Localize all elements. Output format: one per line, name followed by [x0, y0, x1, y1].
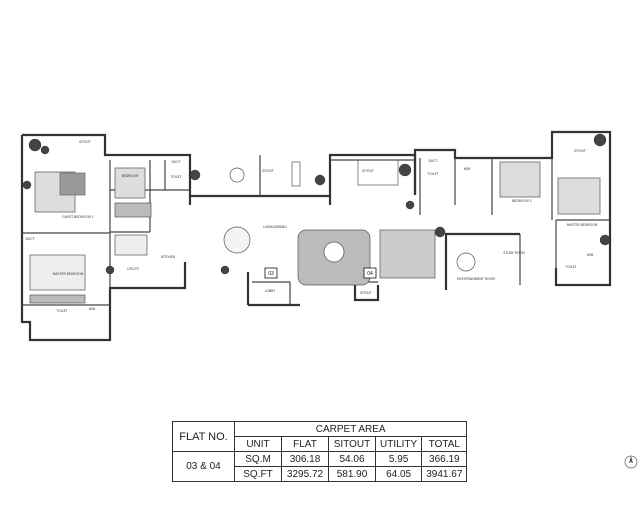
label-utility: UTILITY: [127, 267, 139, 271]
label-duct-1: DUCT: [172, 160, 181, 164]
sqm-unit: SQ.M: [234, 451, 282, 467]
label-lobby: LOBBY: [265, 289, 275, 293]
sqft-unit: SQ.FT: [234, 466, 282, 482]
carpet-area-table: FLAT NO. CARPET AREA UNIT FLAT SITOUT UT…: [172, 421, 468, 482]
table-entertainment: [456, 252, 476, 272]
sqft-utility: 64.05: [374, 466, 423, 482]
exterior-walls: [20, 130, 612, 342]
label-sitout-right: SITOUT: [574, 149, 586, 153]
flat-tags: 03 04: [264, 267, 377, 279]
plants: [22, 133, 611, 275]
sqft-sitout: 581.90: [328, 466, 376, 482]
label-entertainment-room: ENTERTAINMENT ROOM: [457, 277, 495, 281]
label-master-bedroom-right: MASTER BEDROOM: [567, 223, 598, 227]
flat-03-tag: 03: [268, 271, 274, 277]
dining-table: [223, 226, 251, 254]
wardrobe-left: [114, 202, 152, 218]
flat-no-value: 03 & 04: [172, 451, 235, 482]
label-toilet-left-1: TOILET: [169, 175, 181, 179]
col-sitout: SITOUT: [328, 436, 376, 452]
north-arrow-icon: [624, 455, 638, 469]
flat-04-tag: 04: [367, 271, 373, 277]
label-master-bedroom-left: MASTER BEDROOM: [53, 272, 84, 276]
floor-plan: SITOUT GUEST BEDROOM 1 BEDROOM TOILET DU…: [20, 130, 612, 342]
label-guest-bedroom-1: GUEST BEDROOM 1: [62, 215, 93, 219]
col-unit: UNIT: [234, 436, 282, 452]
sofa-sitout-1: [291, 161, 301, 187]
sqft-flat: 3295.72: [281, 466, 329, 482]
label-study-room: STUDY ROOM: [503, 251, 525, 255]
sqm-sitout: 54.06: [328, 451, 376, 467]
flat-03-box: [264, 267, 278, 279]
label-toilet-left-2: TOILET: [55, 309, 67, 313]
col-total: TOTAL: [421, 436, 468, 452]
label-living-dining: LIVING/DINING: [263, 225, 287, 229]
bed-master-left: [29, 254, 86, 291]
furniture: [29, 159, 601, 304]
flat-no-header: FLAT NO.: [172, 421, 235, 452]
col-flat: FLAT: [281, 436, 329, 452]
table-sitout-1: [229, 167, 245, 183]
room-labels: SITOUT GUEST BEDROOM 1 BEDROOM TOILET DU…: [26, 140, 598, 313]
label-sitout-mid-1: SITOUT: [262, 169, 274, 173]
col-utility: UTILITY: [374, 436, 423, 452]
label-wb-left: W/B: [89, 307, 95, 311]
bed-bedroom-2: [499, 161, 541, 198]
sqm-utility: 5.95: [374, 451, 423, 467]
sqm-flat: 306.18: [281, 451, 329, 467]
label-plus-sitout: SITOUT: [360, 291, 372, 295]
label-sitout-top-left: SITOUT: [79, 140, 91, 144]
label-wir: W/R: [464, 167, 471, 171]
sitout-mid-2-area: [357, 159, 399, 186]
label-wb-right: W/B: [587, 253, 593, 257]
bed-master-right: [557, 177, 601, 215]
label-duct-3: DUCT: [429, 159, 438, 163]
rug-guest-1: [59, 172, 86, 196]
sqm-total: 366.19: [421, 451, 468, 467]
label-bedroom-2: BEDROOM 2: [512, 199, 532, 203]
kitchen-counter: [114, 234, 148, 256]
wardrobe-master-left: [29, 294, 86, 304]
label-toilet-right-1: TOILET: [426, 172, 438, 176]
label-bedroom-left: BEDROOM: [122, 174, 139, 178]
sqft-total: 3941.67: [421, 466, 468, 482]
label-toilet-right-2: TOILET: [564, 265, 576, 269]
label-duct-2: DUCT: [26, 237, 35, 241]
lounge-area: [379, 229, 436, 279]
flat-04-box: [363, 267, 377, 279]
label-sitout-mid-2: SITOUT: [362, 169, 374, 173]
carpet-area-header: CARPET AREA: [233, 421, 468, 437]
bed-bedroom-left: [114, 167, 146, 199]
living-center-table: [323, 241, 345, 263]
label-kitchen: KITCHEN: [161, 255, 175, 259]
